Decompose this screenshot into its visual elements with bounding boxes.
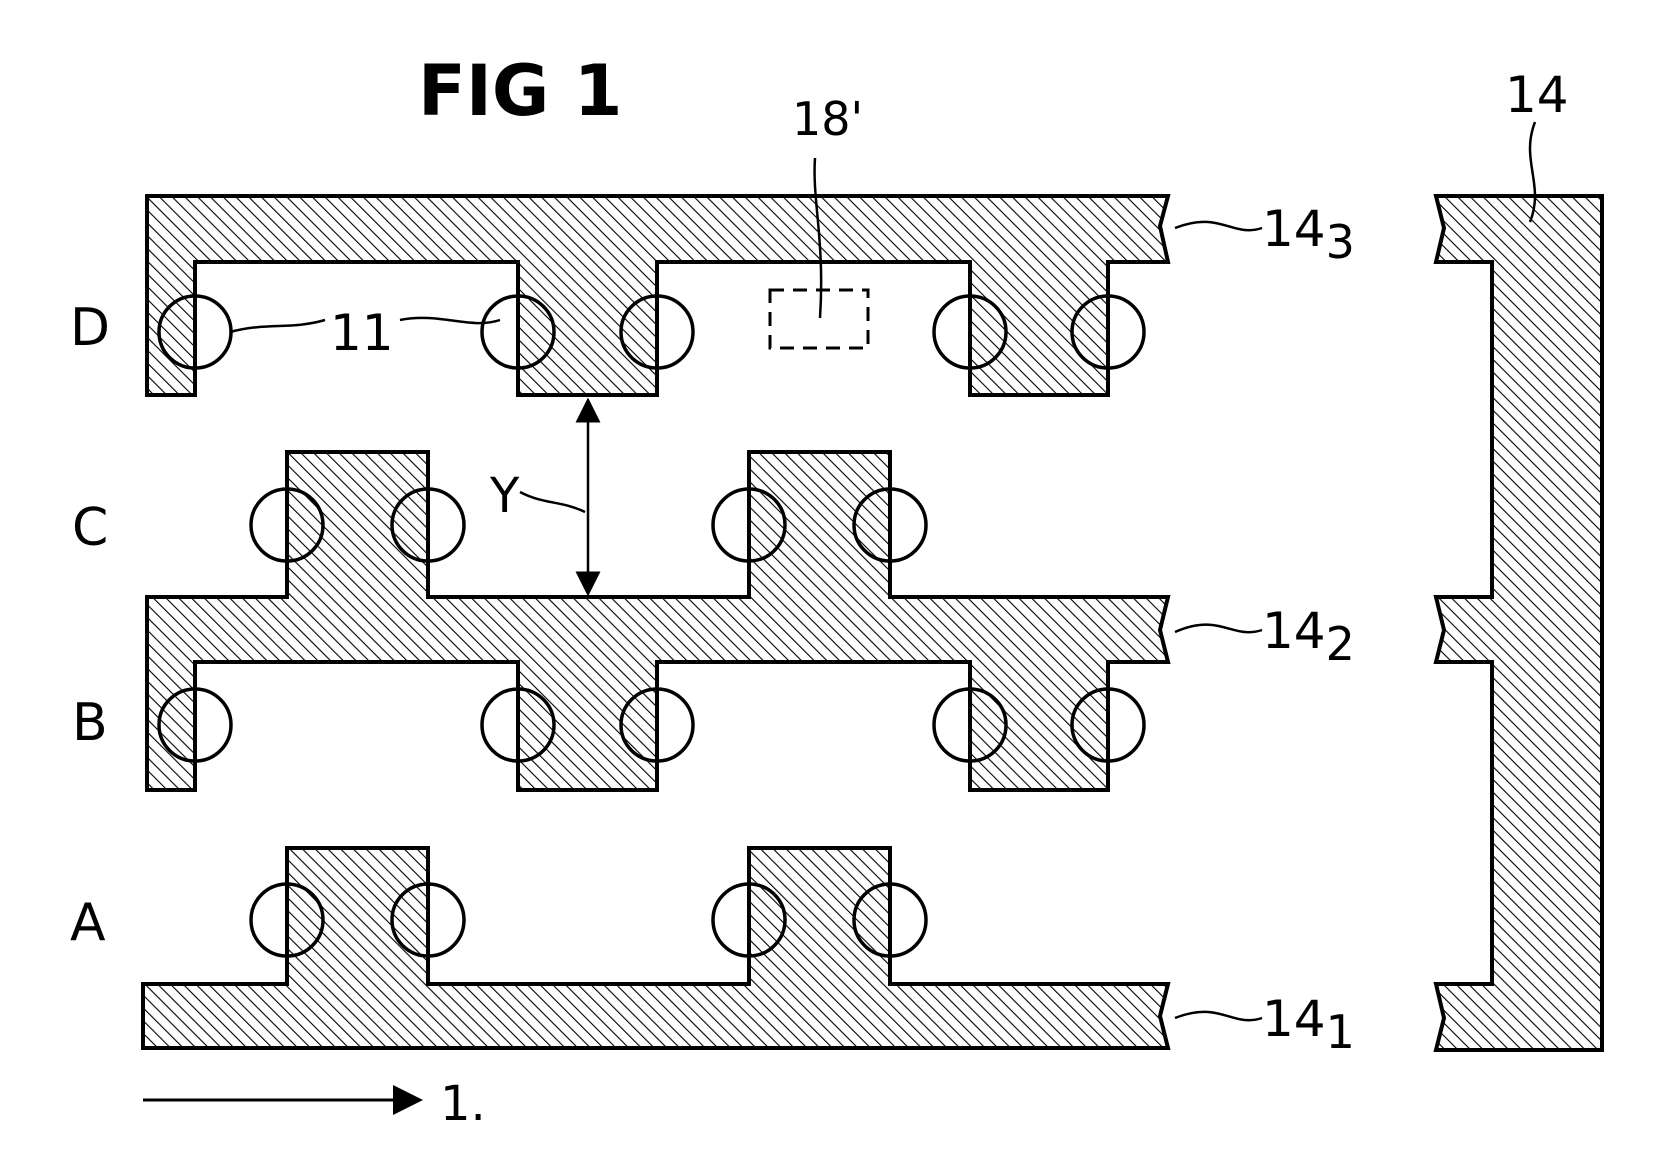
- row-label-a: A: [70, 893, 106, 953]
- line-3-leader: [1175, 222, 1262, 230]
- dashed-element-label: 18': [792, 92, 863, 146]
- contact-reference-label: 11: [330, 304, 394, 362]
- line-1-label: 141: [1262, 990, 1355, 1059]
- row-label-d: D: [70, 298, 110, 358]
- line-1-leader: [1175, 1012, 1262, 1020]
- conductor-line-2: [147, 452, 1168, 790]
- line-2-label: 142: [1262, 602, 1355, 671]
- line-2-label-sub: 2: [1326, 617, 1355, 671]
- line-2-leader: [1175, 625, 1262, 633]
- line-2-label-main: 14: [1262, 602, 1326, 660]
- direction-label: 1.: [440, 1076, 486, 1132]
- line-1-label-sub: 1: [1326, 1005, 1355, 1059]
- bus-label: 14: [1505, 66, 1569, 124]
- pitch-leader: [520, 492, 585, 512]
- row-label-b: B: [72, 693, 108, 753]
- conductor-line-1: [143, 848, 1168, 1048]
- line-3-label-main: 14: [1262, 200, 1326, 258]
- line-1-label-main: 14: [1262, 990, 1326, 1048]
- dashed-element-box: [770, 290, 868, 348]
- pitch-label: Y: [489, 468, 520, 524]
- row-label-c: C: [72, 498, 108, 558]
- figure-title: FIG 1: [418, 50, 622, 132]
- line-3-label-sub: 3: [1326, 215, 1355, 269]
- line-3-label: 143: [1262, 200, 1355, 269]
- contact-leader-left: [230, 320, 325, 332]
- bus-bar: [1436, 196, 1602, 1050]
